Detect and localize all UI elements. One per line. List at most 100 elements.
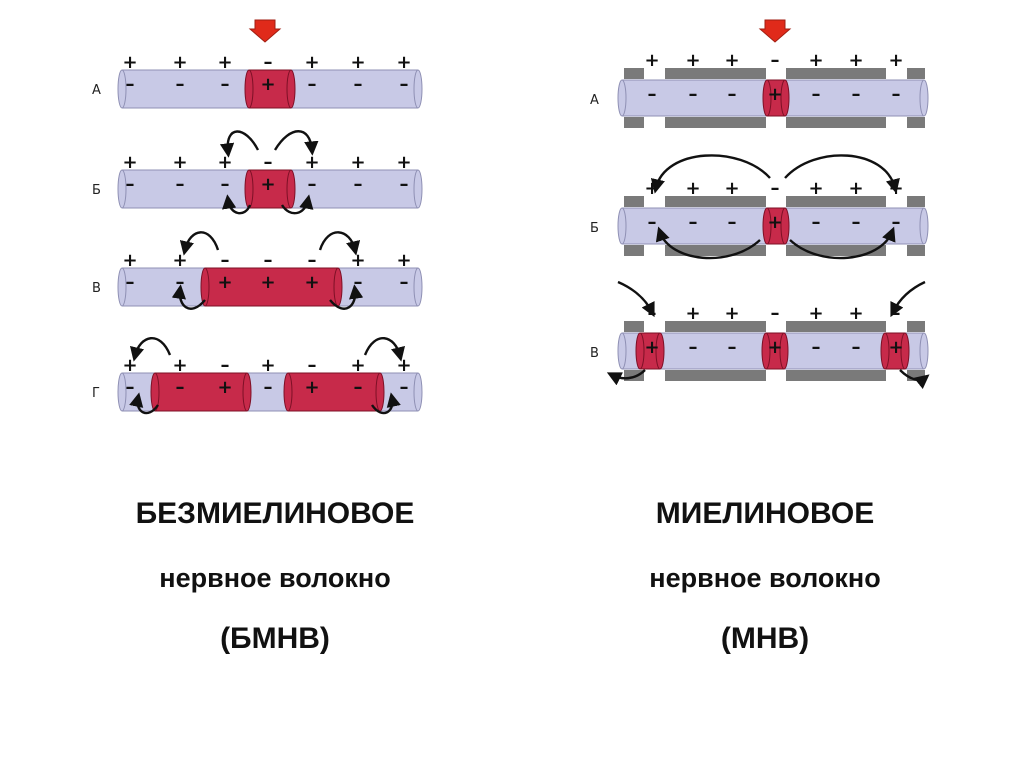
charge-sign-outside: + — [260, 355, 275, 376]
row-label: Б — [590, 221, 599, 236]
local-current-arrow-icon — [275, 131, 312, 150]
charge-sign-outside: + — [304, 152, 319, 173]
charge-sign-inside: – — [400, 377, 409, 398]
charge-sign-outside: + — [724, 303, 739, 324]
myelin-sheath — [907, 196, 925, 207]
myelin-sheath — [786, 321, 886, 332]
myelin-sheath — [624, 321, 644, 332]
charge-sign-outside: + — [350, 52, 365, 73]
depolarized-segment — [284, 373, 384, 411]
charge-sign-outside: – — [308, 355, 317, 376]
charge-sign-inside: – — [400, 74, 409, 95]
left-caption-subtitle: нервное волокно — [65, 563, 485, 594]
charge-sign-inside: + — [304, 377, 319, 398]
charge-sign-inside: – — [852, 84, 861, 105]
myelin-sheath — [907, 321, 925, 332]
myelin-sheath — [786, 245, 886, 256]
charge-sign-outside: – — [771, 178, 780, 199]
myelin-sheath — [624, 196, 644, 207]
charge-sign-inside: + — [767, 337, 782, 358]
charge-sign-inside: – — [126, 174, 135, 195]
charge-sign-inside: + — [260, 174, 275, 195]
charge-sign-outside: + — [396, 355, 411, 376]
charge-sign-outside: + — [172, 52, 187, 73]
charge-sign-inside: – — [400, 272, 409, 293]
charge-sign-inside: + — [767, 84, 782, 105]
charge-sign-inside: – — [812, 212, 821, 233]
charge-sign-inside: – — [221, 174, 230, 195]
charge-sign-outside: + — [644, 50, 659, 71]
local-current-arrow-icon — [656, 155, 770, 188]
charge-sign-outside: – — [264, 52, 273, 73]
right-caption-subtitle: нервное волокно — [555, 563, 975, 594]
charge-sign-outside: + — [724, 50, 739, 71]
charge-sign-inside: – — [126, 74, 135, 95]
charge-sign-inside: – — [728, 84, 737, 105]
myelin-sheath — [665, 321, 766, 332]
local-current-arrow-icon — [320, 232, 355, 250]
charge-sign-outside: + — [122, 250, 137, 271]
charge-sign-outside: + — [217, 52, 232, 73]
myelin-sheath — [786, 117, 886, 128]
charge-sign-outside: + — [685, 303, 700, 324]
charge-sign-outside: + — [808, 50, 823, 71]
charge-sign-inside: – — [728, 212, 737, 233]
charge-sign-outside: + — [848, 303, 863, 324]
charge-sign-outside: + — [172, 250, 187, 271]
charge-sign-outside: + — [350, 355, 365, 376]
charge-sign-inside: – — [354, 272, 363, 293]
row-label: В — [92, 281, 101, 296]
charge-sign-inside: + — [260, 272, 275, 293]
charge-sign-inside: – — [689, 337, 698, 358]
myelin-sheath — [624, 117, 644, 128]
unmyelinated-fiber-panel: А+++–+++–––+–––Б+++–+++–––+–––В++–––++––… — [92, 20, 422, 413]
row-label: А — [92, 83, 101, 98]
charge-sign-outside: + — [396, 152, 411, 173]
charge-sign-outside: + — [808, 178, 823, 199]
local-current-arrow-icon — [185, 232, 218, 250]
myelin-sheath — [907, 245, 925, 256]
myelin-sheath — [786, 68, 886, 79]
charge-sign-inside: – — [176, 74, 185, 95]
charge-sign-inside: – — [892, 212, 901, 233]
charge-sign-outside: + — [888, 50, 903, 71]
myelin-sheath — [665, 68, 766, 79]
myelin-sheath — [624, 68, 644, 79]
charge-sign-outside: – — [771, 50, 780, 71]
depolarized-segment — [151, 373, 251, 411]
charge-sign-outside: – — [221, 250, 230, 271]
charge-sign-outside: + — [888, 178, 903, 199]
charge-sign-inside: – — [892, 84, 901, 105]
charge-sign-inside: – — [648, 212, 657, 233]
charge-sign-inside: – — [812, 84, 821, 105]
row-label: Б — [92, 183, 101, 198]
charge-sign-outside: + — [122, 355, 137, 376]
charge-sign-inside: – — [689, 212, 698, 233]
right-caption-abbrev: (МНВ) — [555, 622, 975, 656]
charge-sign-inside: + — [217, 272, 232, 293]
charge-sign-outside: + — [122, 152, 137, 173]
charge-sign-outside: + — [848, 50, 863, 71]
charge-sign-inside: – — [648, 84, 657, 105]
charge-sign-inside: – — [852, 212, 861, 233]
charge-sign-outside: + — [685, 178, 700, 199]
charge-sign-outside: + — [122, 52, 137, 73]
charge-sign-outside: + — [350, 250, 365, 271]
charge-sign-inside: – — [354, 377, 363, 398]
myelin-sheath — [907, 117, 925, 128]
charge-sign-inside: – — [728, 337, 737, 358]
charge-sign-outside: – — [264, 250, 273, 271]
row-label: В — [590, 346, 599, 361]
myelin-sheath — [665, 117, 766, 128]
local-current-arrow-icon — [365, 338, 400, 356]
local-current-arrow-icon — [785, 155, 895, 188]
charge-sign-inside: – — [176, 272, 185, 293]
charge-sign-inside: – — [221, 74, 230, 95]
charge-sign-outside: + — [396, 52, 411, 73]
charge-sign-inside: – — [852, 337, 861, 358]
local-current-arrow-icon — [135, 338, 170, 356]
charge-sign-outside: – — [771, 303, 780, 324]
charge-sign-inside: – — [400, 174, 409, 195]
myelinated-fiber-panel: А+++–+++–––+–––Б+++–+++–––+–––В–++–++–+–… — [590, 20, 928, 381]
red-arrow-down-icon — [250, 20, 280, 42]
